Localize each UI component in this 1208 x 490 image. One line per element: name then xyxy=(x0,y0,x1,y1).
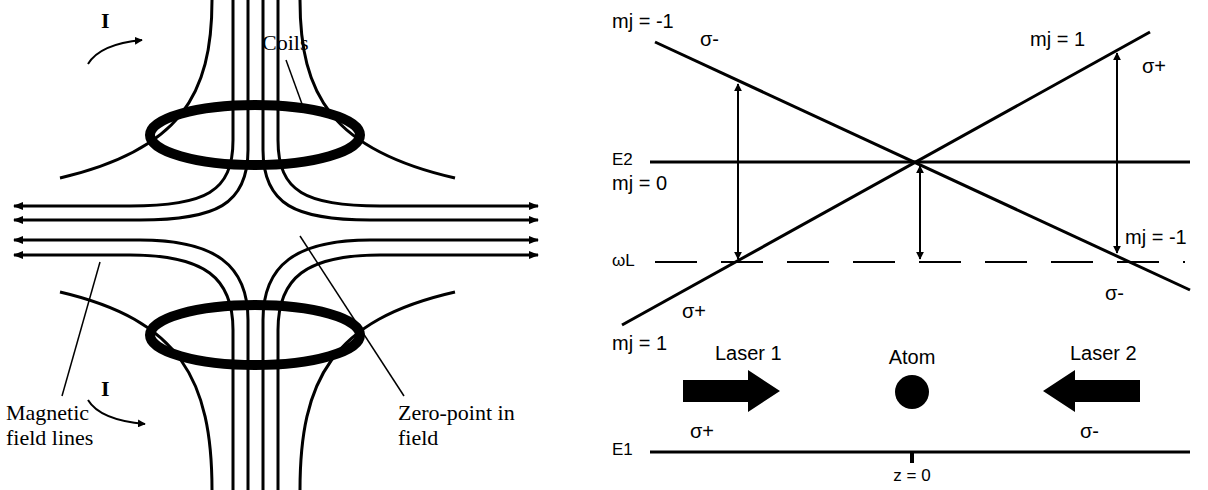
state-label: mj = 1 xyxy=(1030,28,1085,51)
beam-label: Laser 1 xyxy=(715,342,782,365)
field-lines xyxy=(14,0,538,490)
atom-symbol xyxy=(895,375,929,409)
current-label: I xyxy=(101,8,110,33)
polarization-label: σ+ xyxy=(690,420,714,443)
transition-arrow xyxy=(738,53,1117,259)
atom-label: Atom xyxy=(889,346,936,369)
level-label: E2 xyxy=(612,150,633,170)
part-name: Magnetic field lines xyxy=(6,400,118,451)
part-name: Coils xyxy=(262,30,308,55)
part-name: Zero-point in field xyxy=(398,400,516,451)
position-label: z = 0 xyxy=(893,466,930,486)
polarization-label: σ- xyxy=(700,28,719,51)
polarization-label: σ- xyxy=(1080,420,1099,443)
energy-level xyxy=(622,32,1190,463)
current-label: I xyxy=(101,376,110,401)
level-label: E1 xyxy=(612,440,633,460)
leader-line xyxy=(62,60,404,396)
state-label: mj = 0 xyxy=(612,172,667,195)
polarization-label: σ+ xyxy=(1142,55,1166,78)
polarization-label: σ+ xyxy=(682,300,706,323)
coil xyxy=(150,105,360,365)
state-label: mj = -1 xyxy=(612,10,674,33)
frequency-label: ωL xyxy=(612,251,635,271)
beam-label: Laser 2 xyxy=(1070,342,1137,365)
polarization-label: σ- xyxy=(1105,282,1124,305)
state-label: mj = -1 xyxy=(1125,226,1187,249)
laser-beam xyxy=(683,370,1140,412)
state-label: mj = 1 xyxy=(612,332,667,355)
current-arrow xyxy=(88,40,145,424)
